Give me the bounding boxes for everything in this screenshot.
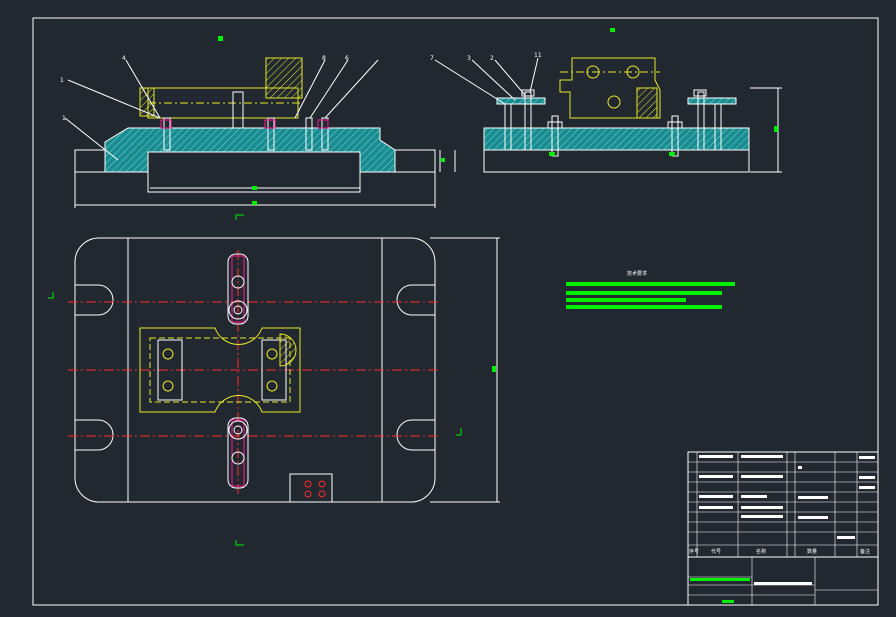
tech-req-line-2	[566, 291, 722, 295]
tech-req-line-3	[566, 298, 686, 302]
side-left-clamp	[496, 97, 546, 105]
bom-header-remark: 备注	[860, 548, 870, 555]
front-balloon-3: 4	[122, 55, 126, 62]
side-right-clamp	[687, 97, 737, 105]
plan-slot-left-top	[75, 284, 114, 316]
front-balloon-1: 1	[60, 77, 64, 84]
front-bolt-4	[305, 117, 313, 151]
bom-header-index: 序号	[689, 548, 699, 555]
plan-locator-right	[261, 339, 287, 401]
drawing-frame	[32, 17, 879, 606]
bom-header-name: 名称	[756, 548, 766, 555]
plan-workpiece	[139, 327, 301, 413]
plan-slot-right-top	[396, 284, 435, 316]
front-balloon-4: 8	[322, 55, 326, 62]
side-base	[483, 149, 750, 173]
side-workpiece	[559, 57, 661, 119]
front-bolt-3	[267, 117, 275, 151]
front-balloon-2: 1	[62, 115, 66, 122]
tech-req-title: 技术要求	[627, 270, 647, 277]
front-view: 1 1 4 8 6	[60, 55, 456, 208]
side-view: 7 3 2 11	[430, 28, 782, 173]
front-clamp-block	[265, 57, 303, 99]
front-bolt-1	[163, 117, 171, 151]
side-balloon-2: 3	[467, 55, 471, 62]
bom-table	[687, 451, 879, 558]
tech-req-line-4	[566, 305, 722, 309]
side-balloon-4: 11	[534, 52, 542, 59]
plan-slot-right-bottom	[396, 419, 435, 451]
side-balloon-1: 7	[430, 55, 434, 62]
tech-req-line-1	[566, 282, 735, 286]
title-block-lower	[687, 556, 879, 606]
plan-view	[48, 36, 500, 546]
plan-small-block	[289, 473, 333, 503]
bom-header-code: 代号	[711, 548, 721, 555]
front-balloon-5: 6	[345, 55, 349, 62]
plan-locator-left	[157, 339, 183, 401]
bom-header-qty: 数量	[807, 548, 817, 555]
front-left-jaw	[139, 87, 155, 117]
plan-slot-left-bottom	[75, 419, 114, 451]
plan-clamp-top	[227, 253, 249, 325]
side-balloon-3: 2	[490, 55, 494, 62]
technical-requirements: 技术要求	[566, 270, 735, 309]
side-body-section	[483, 127, 750, 151]
plan-clamp-bottom	[227, 417, 249, 489]
front-bolt-2	[232, 91, 244, 129]
front-groove	[147, 151, 361, 193]
title-block: 序号 代号 名称 数量 备注	[687, 451, 879, 606]
